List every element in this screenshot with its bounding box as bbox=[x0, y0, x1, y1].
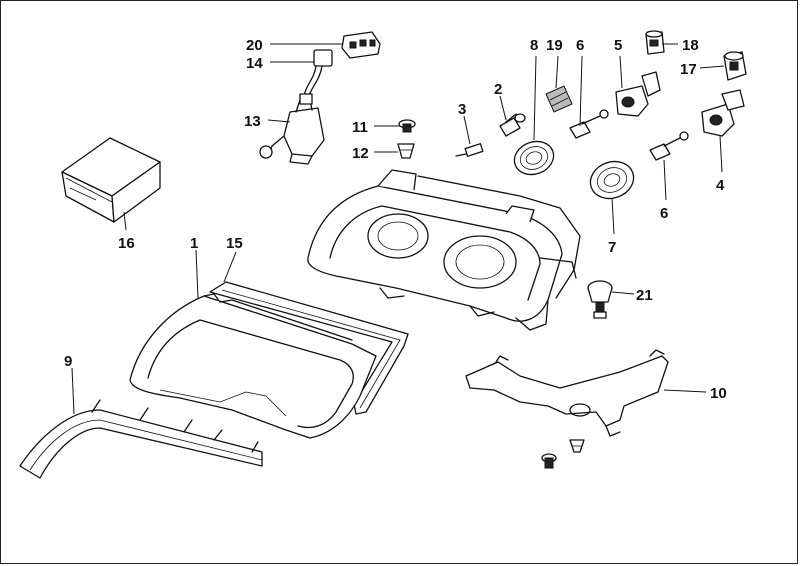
bottom-fastener-left bbox=[541, 453, 557, 469]
part-12-clip bbox=[397, 143, 415, 159]
part-13-bulb-holder bbox=[259, 99, 325, 165]
callout-20: 20 bbox=[246, 37, 263, 54]
callout-8: 8 bbox=[530, 37, 538, 54]
callout-2: 2 bbox=[494, 81, 502, 98]
callout-11: 11 bbox=[352, 119, 368, 136]
callout-17: 17 bbox=[680, 61, 697, 78]
headlamp-housing bbox=[307, 169, 581, 331]
part-21-adjuster bbox=[587, 280, 613, 319]
bottom-fastener-right bbox=[569, 439, 585, 453]
part-10-bracket bbox=[465, 349, 669, 437]
part-14-wire-connector bbox=[299, 49, 333, 105]
part-15-gasket bbox=[209, 281, 409, 415]
part-5-socket bbox=[615, 71, 661, 117]
part-2-bulb bbox=[499, 113, 526, 137]
part-4-socket bbox=[701, 89, 745, 137]
part-7-cap bbox=[589, 160, 635, 200]
part-6-bulb-lower bbox=[649, 131, 689, 161]
part-16-box bbox=[61, 137, 161, 223]
callout-12: 12 bbox=[352, 145, 369, 162]
callout-4: 4 bbox=[716, 177, 725, 194]
part-11-clip bbox=[398, 119, 416, 133]
callout-5: 5 bbox=[614, 37, 622, 54]
callout-1: 1 bbox=[190, 235, 198, 252]
callout-16: 16 bbox=[118, 235, 135, 252]
part-19-cylinder bbox=[545, 85, 573, 113]
callout-13: 13 bbox=[244, 113, 261, 130]
part-9-trim-strip bbox=[19, 399, 263, 479]
callout-15: 15 bbox=[226, 235, 243, 252]
part-8-cap bbox=[513, 140, 555, 176]
callout-18: 18 bbox=[682, 37, 699, 54]
callout-9: 9 bbox=[64, 353, 72, 370]
callout-21: 21 bbox=[636, 287, 653, 304]
callout-labels: 1 2 3 4 5 6 6 7 8 9 10 11 12 13 14 15 16… bbox=[64, 37, 727, 402]
part-17-socket bbox=[723, 51, 747, 81]
part-20-socket bbox=[341, 31, 381, 59]
callout-10: 10 bbox=[710, 385, 727, 402]
callout-19: 19 bbox=[546, 37, 563, 54]
part-3-bulb bbox=[455, 143, 484, 157]
callout-7: 7 bbox=[608, 239, 616, 256]
part-18-socket bbox=[645, 30, 665, 55]
callout-14: 14 bbox=[246, 55, 263, 72]
callout-6-lower: 6 bbox=[660, 205, 668, 222]
part-6-bulb-upper bbox=[569, 109, 609, 139]
part-1-lens bbox=[129, 293, 377, 439]
callout-6-top: 6 bbox=[576, 37, 584, 54]
leader-lines bbox=[71, 43, 725, 415]
callout-3: 3 bbox=[458, 101, 466, 118]
